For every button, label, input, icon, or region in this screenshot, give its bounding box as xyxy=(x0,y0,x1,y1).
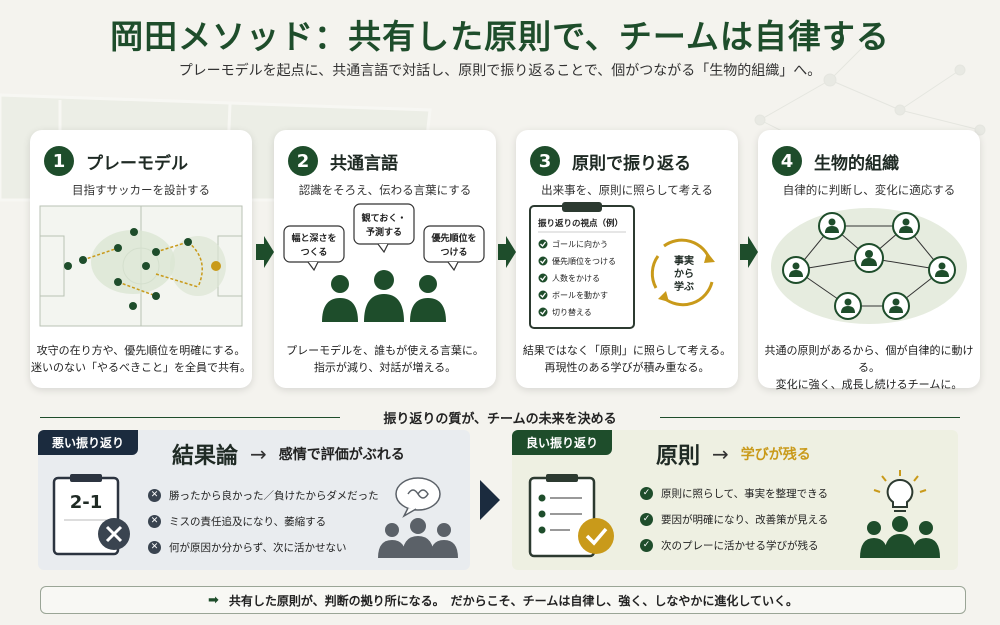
scoreboard-x-icon: 2-1 xyxy=(52,474,130,556)
team-speech-bubbles: 幅と深さを つくる 観ておく・ 予測する 優先順位を つける xyxy=(283,203,485,322)
cycle-text: 学ぶ xyxy=(674,280,694,293)
list-item: ✕ミスの責任追及になり、萎縮する xyxy=(148,508,379,534)
soccer-pitch-diagram xyxy=(39,205,243,327)
divider-line-left xyxy=(40,417,340,418)
card-title: 生物的組織 xyxy=(814,153,899,174)
lightbulb-people-icon xyxy=(860,470,940,558)
review-clipboard: 振り返りの視点（例） ゴールに向かう 優先順位をつける 人数をかける ボールを動… xyxy=(529,202,715,329)
good-review-tag: 良い振り返り xyxy=(512,430,613,455)
good-review-panel: 良い振り返り 原則 → 学びが残る ✓原則に照らして、事実を整理できる ✓要因が… xyxy=(512,430,958,570)
bubble-line: つける xyxy=(440,247,467,258)
bad-review-main: 結果論 xyxy=(172,444,239,469)
arrow-icon: → xyxy=(712,442,729,466)
bad-review-tag: 悪い振り返り xyxy=(38,430,139,455)
card-title: 共通言語 xyxy=(330,153,398,174)
check-icon xyxy=(538,239,548,317)
good-review-sub: 学びが残る xyxy=(740,447,811,463)
arrow-right-icon xyxy=(740,236,758,268)
card-description: プレーモデルを、誰もが使える言葉に。 指示が減り、対話が増える。 xyxy=(286,344,484,374)
card-description: 結果ではなく「原則」に照らして考える。 再現性のある学びが積み重なる。 xyxy=(522,344,732,374)
clipboard-check-icon xyxy=(528,474,614,558)
card-principle-review: 3 原則で振り返る 出来事を、原則に照らして考える 振り返りの視点（例） ゴール… xyxy=(516,130,738,388)
list-item: ✕勝ったから良かった／負けたからダメだった xyxy=(148,482,379,508)
card-subtitle: 自律的に判断し、変化に適応する xyxy=(782,183,956,197)
network-people-diagram xyxy=(771,208,967,324)
checklist-item: 人数をかける xyxy=(552,273,600,283)
card-description: 共通の原則があるから、個が自律的に動ける。 変化に強く、成長し続けるチームに。 xyxy=(764,344,974,391)
bubble-line: 観ておく・ xyxy=(362,212,407,224)
bad-review-list: ✕勝ったから良かった／負けたからダメだった ✕ミスの責任追及になり、萎縮する ✕… xyxy=(148,482,379,560)
step-number: 3 xyxy=(530,146,560,176)
list-item: ✓次のプレーに活かせる学びが残る xyxy=(640,532,828,558)
good-review-main: 原則 xyxy=(656,444,701,469)
card-play-model: 1 プレーモデル 目指すサッカーを設計する 攻守の在り方や、優先順位を明確にする… xyxy=(30,130,252,388)
cycle-text: から xyxy=(674,268,694,280)
score-text: 2-1 xyxy=(70,492,103,513)
checklist-item: ボールを動かす xyxy=(552,291,608,300)
list-item: ✓原則に照らして、事実を整理できる xyxy=(640,480,828,506)
card-title: 原則で振り返る xyxy=(572,153,691,174)
list-item: ✓要因が明確になり、改善策が見える xyxy=(640,506,828,532)
bad-review-sub: 感情で評価がぶれる xyxy=(278,447,405,463)
check-icon: ✓ xyxy=(640,512,653,526)
x-icon: ✕ xyxy=(148,514,161,528)
checklist-item: 優先順位をつける xyxy=(552,256,616,266)
bubble-line: 予測する xyxy=(366,226,402,238)
checklist-item: 切り替える xyxy=(552,307,592,317)
card-title: プレーモデル xyxy=(86,153,188,174)
section-heading: 振り返りの質が、チームの未来を決める xyxy=(383,412,617,427)
cycle-text: 事実 xyxy=(674,254,694,267)
bottom-summary-bar: ➡ 共有した原則が、判断の拠り所になる。 だからこそ、チームは自律し、強く、しな… xyxy=(40,586,966,614)
divider-line-right xyxy=(660,417,960,418)
x-icon: ✕ xyxy=(148,540,161,554)
list-item: ✕何が原因か分からず、次に活かせない xyxy=(148,534,379,560)
arrow-icon: → xyxy=(250,442,267,466)
card-organic-organization: 4 生物的組織 自律的に判断し、変化に適応する xyxy=(758,130,980,391)
arrow-right-icon: ➡ xyxy=(208,592,219,608)
people-icon xyxy=(322,270,446,322)
checklist-item: ゴールに向かう xyxy=(552,239,608,249)
card-description: 攻守の在り方や、優先順位を明確にする。 迷いのない「やるべきこと」を全員で共有。 xyxy=(31,344,251,374)
check-icon: ✓ xyxy=(640,538,653,552)
step-number: 2 xyxy=(288,146,318,176)
chevron-right-icon xyxy=(480,480,500,520)
bubble-line: つくる xyxy=(301,247,328,258)
card-subtitle: 出来事を、原則に照らして考える xyxy=(541,183,713,197)
page-subtitle: プレーモデルを起点に、共通言語で対話し、原則で振り返ることで、個がつながる「生物… xyxy=(178,63,822,79)
bubble-line: 優先順位を xyxy=(430,232,476,244)
step-number: 4 xyxy=(772,146,802,176)
good-review-list: ✓原則に照らして、事実を整理できる ✓要因が明確になり、改善策が見える ✓次のプ… xyxy=(640,480,828,558)
bad-review-panel: 悪い振り返り 結果論 → 感情で評価がぶれる 2-1 ✕勝ったから良かった／負け… xyxy=(38,430,470,570)
arrow-right-icon xyxy=(498,236,516,268)
confused-people-icon xyxy=(378,477,458,558)
card-subtitle: 認識をそろえ、伝わる言葉にする xyxy=(298,183,472,197)
check-icon: ✓ xyxy=(640,486,653,500)
card-subtitle: 目指すサッカーを設計する xyxy=(72,183,210,197)
page-title: 岡田メソッド：共有した原則で、チームは自律する xyxy=(110,17,890,56)
bubble-line: 幅と深さを xyxy=(291,232,336,244)
clipboard-title: 振り返りの視点（例） xyxy=(538,218,623,229)
arrow-right-icon xyxy=(256,236,274,268)
step-number: 1 xyxy=(44,146,74,176)
bottom-summary-text: 共有した原則が、判断の拠り所になる。 だからこそ、チームは自律し、強く、しなやか… xyxy=(228,593,798,608)
x-icon: ✕ xyxy=(148,488,161,502)
card-common-language: 2 共通言語 認識をそろえ、伝わる言葉にする 幅と深さを つくる 観ておく・ 予… xyxy=(274,130,496,388)
